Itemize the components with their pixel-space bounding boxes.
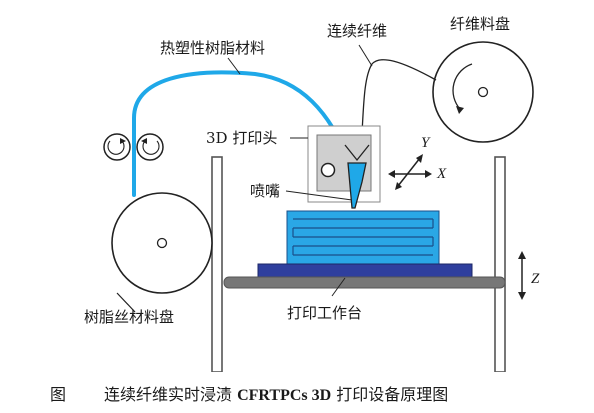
frame-right-post bbox=[494, 156, 506, 372]
diagram-svg bbox=[103, 41, 534, 372]
platform-bed bbox=[257, 263, 473, 278]
nozzle-label: 喷嘴 bbox=[250, 182, 281, 200]
resin-spool bbox=[111, 192, 213, 313]
xy-axis-arrows bbox=[388, 154, 432, 190]
feed-rollers bbox=[103, 133, 164, 161]
caption-text: 连续纤维实时浸渍 CFRTPCs 3D 打印设备原理图 bbox=[104, 381, 448, 405]
resin-filament bbox=[132, 70, 354, 197]
figure-caption: 图 连续纤维实时浸渍 CFRTPCs 3D 打印设备原理图 bbox=[0, 381, 594, 405]
rotation-arrow bbox=[452, 63, 473, 110]
frame-left-post bbox=[211, 156, 223, 372]
fiber-spool-label: 纤维料盘 bbox=[450, 15, 511, 33]
nozzle-body bbox=[347, 162, 367, 209]
continuous-fiber-label: 连续纤维 bbox=[327, 22, 388, 40]
thermoplastic-resin-label: 热塑性树脂材料 bbox=[160, 39, 266, 57]
axis-z-label: Z bbox=[531, 271, 540, 287]
platform-rail bbox=[223, 276, 506, 289]
print-head-label: 3D 打印头 bbox=[206, 129, 278, 147]
print-head bbox=[307, 125, 381, 209]
z-axis-arrow bbox=[518, 251, 526, 300]
axis-y-label: Y bbox=[421, 135, 430, 151]
printer-frame bbox=[211, 156, 506, 372]
print-platform-label: 打印工作台 bbox=[287, 304, 363, 322]
printed-part bbox=[286, 210, 440, 265]
caption-text-before: 连续纤维实时浸渍 bbox=[104, 385, 238, 404]
leader-lines bbox=[227, 44, 373, 297]
caption-bold: CFRTPCs 3D bbox=[237, 387, 332, 404]
axis-x-label: X bbox=[437, 166, 447, 182]
resin-spool-label: 树脂丝材料盘 bbox=[84, 308, 175, 326]
caption-text-after: 打印设备原理图 bbox=[331, 385, 449, 404]
caption-prefix: 图 bbox=[50, 385, 67, 404]
fiber-spool bbox=[432, 41, 534, 143]
